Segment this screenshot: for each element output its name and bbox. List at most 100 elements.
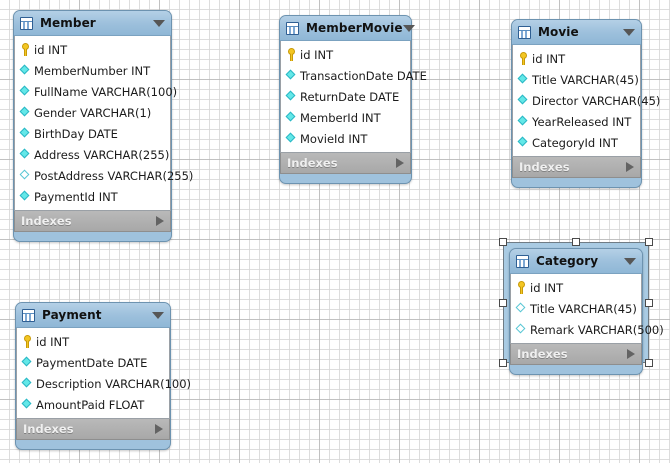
table-icon [286,21,299,35]
column-label: AmountPaid FLOAT [36,397,145,412]
column-row[interactable]: id INT [281,44,410,65]
table-header-category[interactable]: Category [510,249,642,274]
column-label: id INT [300,47,334,62]
chevron-right-icon[interactable] [396,158,404,168]
column-row[interactable]: AmountPaid FLOAT [17,394,169,415]
column-label: Remark VARCHAR(500) [530,322,664,337]
primary-key-icon [22,335,33,348]
column-label: BirthDay DATE [34,126,118,141]
column-icon [20,107,32,119]
table-header-movie[interactable]: Movie [512,20,641,45]
column-icon [518,137,530,149]
column-label: Title VARCHAR(45) [530,301,637,316]
column-row[interactable]: PostAddress VARCHAR(255) [15,165,193,186]
table-name-label: Movie [538,25,579,39]
column-label: id INT [36,334,70,349]
resize-handle-nw-category[interactable] [499,238,507,246]
table-movie[interactable]: Movie id INT Title VARCHAR(45) Director VAR… [511,19,660,188]
column-label: MovieId INT [300,131,368,146]
table-name-label: Member [40,16,96,30]
resize-handle-w-category[interactable] [499,298,507,307]
column-label: id INT [34,42,68,57]
indexes-row-payment[interactable]: Indexes [16,419,170,440]
column-row[interactable]: Title VARCHAR(45) [511,298,641,319]
column-label: TransactionDate DATE [300,68,427,83]
column-row[interactable]: YearReleased INT [513,111,640,132]
column-row[interactable]: CategoryId INT [513,132,640,153]
column-row[interactable]: PaymentDate DATE [17,352,169,373]
chevron-down-icon[interactable] [623,28,635,36]
indexes-row-member[interactable]: Indexes [14,211,171,232]
resize-handle-e-category[interactable] [645,298,653,307]
column-row[interactable]: id INT [513,48,640,69]
chevron-right-icon[interactable] [155,424,163,434]
resize-handle-ne-category[interactable] [645,238,653,246]
table-icon [518,25,531,39]
column-list-payment: id INT PaymentDate DATE Description VARCHA… [16,328,191,419]
column-row[interactable]: BirthDay DATE [15,123,170,144]
table-payment[interactable]: Payment id INT PaymentDate DATE Description… [15,302,191,450]
column-row[interactable]: Description VARCHAR(100) [17,373,191,394]
column-label: Title VARCHAR(45) [532,72,639,87]
column-row[interactable]: id INT [17,331,169,352]
indexes-label: Indexes [287,156,338,170]
indexes-label: Indexes [21,214,72,228]
column-icon [518,116,530,128]
column-label: PaymentDate DATE [36,355,148,370]
chevron-down-icon[interactable] [624,257,636,265]
primary-key-icon [516,281,527,294]
resize-handle-n-category[interactable] [572,238,580,246]
indexes-label: Indexes [517,347,568,361]
column-row[interactable]: Director VARCHAR(45) [513,90,660,111]
primary-key-icon [518,52,529,65]
column-label: FullName VARCHAR(100) [34,84,178,99]
column-row[interactable]: PaymentId INT [15,186,170,207]
table-membermovie[interactable]: MemberMovie id INT TransactionDate DATE Ret… [279,15,427,184]
chevron-down-icon[interactable] [153,19,165,27]
table-header-payment[interactable]: Payment [16,303,170,328]
table-category[interactable]: Category id INT Title VARCHAR(45) Remark VA… [509,248,664,375]
column-icon [22,378,34,390]
column-row[interactable]: MemberId INT [281,107,410,128]
table-name-label: Payment [42,308,102,322]
indexes-row-category[interactable]: Indexes [510,344,642,365]
table-header-membermovie[interactable]: MemberMovie [280,16,415,41]
column-label: CategoryId INT [532,135,618,150]
column-row[interactable]: Title VARCHAR(45) [513,69,640,90]
table-name-label: Category [536,254,599,268]
column-icon [20,65,32,77]
table-header-member[interactable]: Member [14,11,171,36]
column-row[interactable]: ReturnDate DATE [281,86,410,107]
column-list-movie: id INT Title VARCHAR(45) Director VARCHAR(… [512,45,660,157]
chevron-down-icon[interactable] [152,311,164,319]
column-row[interactable]: MemberNumber INT [15,60,170,81]
primary-key-icon [286,48,297,61]
column-icon [22,399,34,411]
chevron-right-icon[interactable] [627,349,635,359]
indexes-row-membermovie[interactable]: Indexes [280,153,411,174]
column-icon [22,357,34,369]
column-row[interactable]: FullName VARCHAR(100) [15,81,177,102]
column-nullable-icon [516,324,528,336]
column-icon [286,91,298,103]
column-row[interactable]: MovieId INT [281,128,410,149]
column-row[interactable]: TransactionDate DATE [281,65,427,86]
resize-handle-sw-category[interactable] [499,359,507,367]
column-row[interactable]: Remark VARCHAR(500) [511,319,664,340]
column-label: id INT [532,51,566,66]
column-label: MemberNumber INT [34,63,151,78]
chevron-right-icon[interactable] [156,216,164,226]
column-icon [518,95,530,107]
column-row[interactable]: id INT [15,39,170,60]
table-member[interactable]: Member id INT MemberNumber INT FullName VAR… [13,10,193,242]
column-icon [20,86,32,98]
indexes-row-movie[interactable]: Indexes [512,157,641,178]
column-row[interactable]: id INT [511,277,641,298]
column-row[interactable]: Gender VARCHAR(1) [15,102,170,123]
resize-handle-se-category[interactable] [645,359,653,367]
chevron-right-icon[interactable] [626,162,634,172]
chevron-down-icon[interactable] [402,24,415,32]
column-row[interactable]: Address VARCHAR(255) [15,144,170,165]
column-label: id INT [530,280,564,295]
